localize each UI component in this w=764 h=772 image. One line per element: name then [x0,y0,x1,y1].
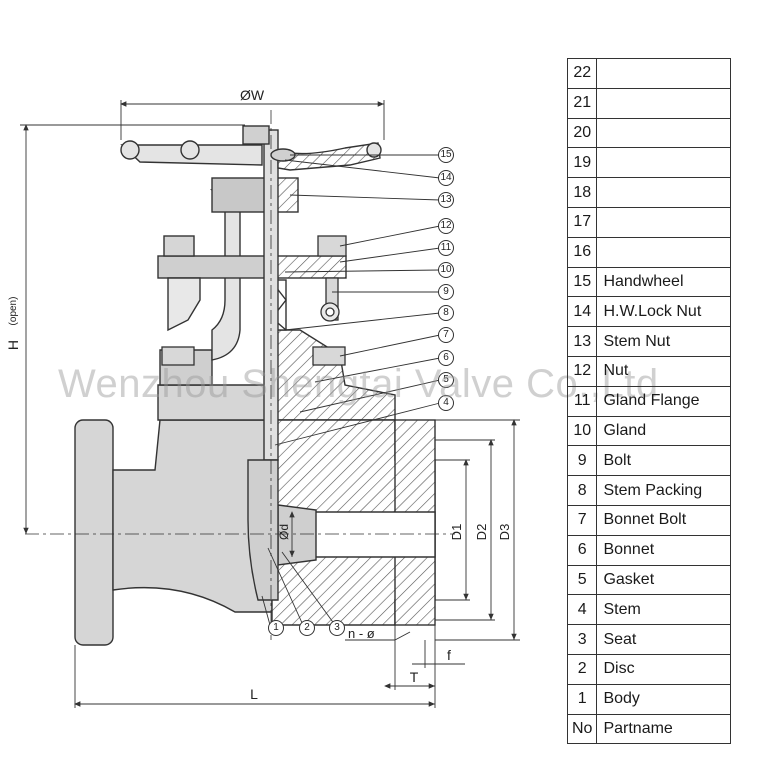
part-number: 20 [566,117,598,149]
part-name: Gland Flange [596,385,732,417]
bolts [161,235,347,366]
part-number: 19 [566,147,598,179]
parts-table-row: 19 [566,147,732,179]
dim-d2: D2 [474,524,489,541]
part-name: Nut [596,355,732,387]
part-name: Bonnet Bolt [596,504,732,536]
part-name: Handwheel [596,266,732,298]
parts-table-row: 16 [566,236,732,268]
dimension-lines [20,100,520,708]
part-name [596,58,732,89]
parts-table-row: 17 [566,206,732,238]
part-number: 3 [566,624,598,655]
disc [247,459,279,601]
part-name: Bonnet [596,534,732,566]
part-name [596,87,732,119]
part-number: 4 [566,594,598,626]
part-name: Bolt [596,445,732,477]
part-number: 2 [566,653,598,685]
part-name [596,236,732,268]
dim-seat-bore: Ød [277,524,291,540]
dim-d1: D1 [449,524,464,541]
dim-l: L [250,686,258,702]
part-name: Partname [596,713,732,745]
parts-table-row: 18 [566,177,732,208]
part-name: Body [596,683,732,715]
part-number: 18 [566,177,598,208]
part-name: Stem Nut [596,326,732,357]
part-number: 14 [566,296,598,328]
part-name: H.W.Lock Nut [596,296,732,328]
part-number: No [566,713,598,745]
part-name [596,117,732,149]
dim-t: T [410,669,419,685]
part-name: Stem [596,594,732,626]
dim-h-note: (open) [8,297,19,326]
dim-f: f [447,647,451,663]
part-name [596,177,732,208]
dim-h: H [5,340,21,350]
part-name: Seat [596,624,732,655]
callout-leaders [261,154,441,626]
valve-body-exterior [74,177,273,646]
part-number: 17 [566,206,598,238]
valve-body-section [271,177,436,626]
part-name: Stem Packing [596,475,732,506]
part-name: Gasket [596,564,732,596]
part-name: Gland [596,415,732,447]
parts-table-row: 20 [566,117,732,149]
part-number: 22 [566,58,598,89]
part-number: 10 [566,415,598,447]
dim-w: ØW [240,87,265,103]
part-number: 15 [566,266,598,298]
dim-d3: D3 [497,524,512,541]
part-number: 12 [566,355,598,387]
part-number: 13 [566,326,598,357]
parts-table-row: 22 [566,58,732,89]
handwheel [120,125,382,171]
part-number: 1 [566,683,598,715]
part-name [596,206,732,238]
part-number: 9 [566,445,598,477]
part-number: 11 [566,385,598,417]
part-number: 8 [566,475,598,506]
part-number: 7 [566,504,598,536]
parts-table-row: 21 [566,87,732,119]
part-number: 16 [566,236,598,268]
part-number: 6 [566,534,598,566]
part-number: 5 [566,564,598,596]
dim-n: n - ø [348,626,375,641]
part-name [596,147,732,179]
part-number: 21 [566,87,598,119]
part-name: Disc [596,653,732,685]
